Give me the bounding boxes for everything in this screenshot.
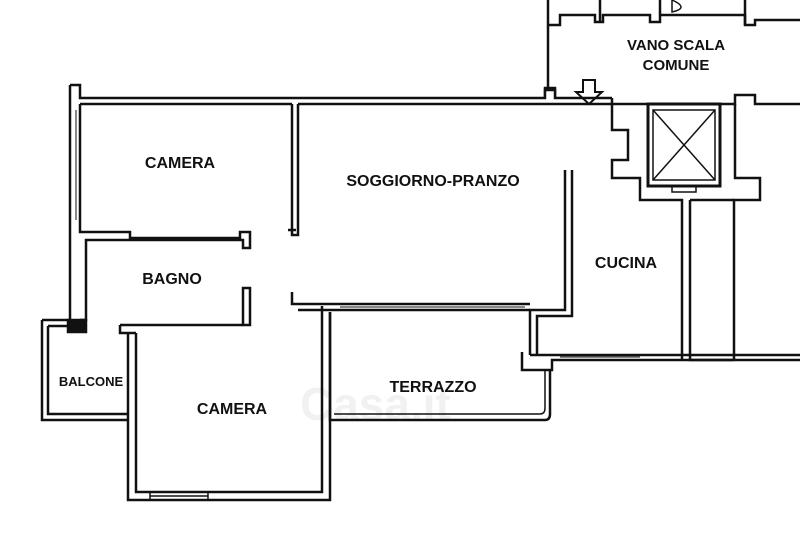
room-label-vano-scala-2: COMUNE [643,57,710,74]
watermark-text: Casa.it [300,378,451,430]
room-label-soggiorno: SOGGIORNO-PRANZO [346,173,519,190]
walls [40,0,800,502]
room-label-camera-top: CAMERA [145,155,216,172]
room-label-camera-bottom: CAMERA [197,401,268,418]
room-label-balcone: BALCONE [59,374,124,389]
room-label-vano-scala-1: VANO SCALA [627,37,725,54]
entrance-arrow-icon [573,79,605,106]
room-label-cucina: CUCINA [595,255,658,272]
room-label-bagno: BAGNO [142,271,202,288]
room-label-terrazzo: TERRAZZO [389,379,476,396]
